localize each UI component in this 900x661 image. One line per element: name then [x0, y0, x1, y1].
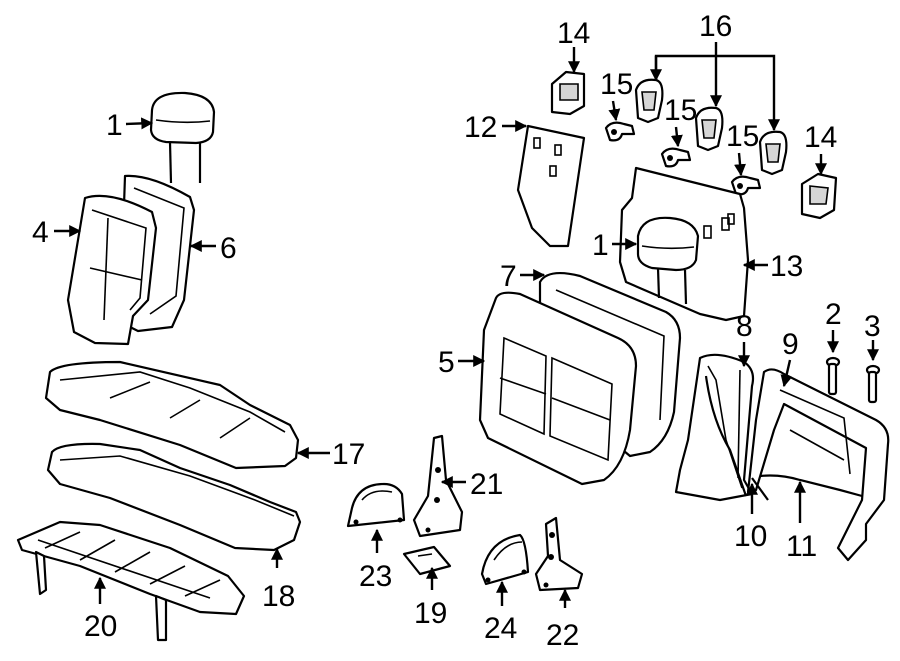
callout-17: 17: [332, 438, 365, 471]
leader-lines: [54, 42, 879, 608]
part-cover-16b: [694, 106, 724, 152]
callout-1-left: 1: [106, 109, 123, 142]
callout-12: 12: [464, 111, 497, 144]
part-hinge-cover-right: [800, 172, 838, 220]
callout-23: 23: [359, 560, 392, 593]
callout-2: 2: [825, 298, 842, 331]
part-headrest-right: [636, 216, 700, 305]
part-wire-11: [751, 474, 863, 501]
callout-16: 16: [699, 10, 732, 43]
callout-8: 8: [736, 310, 753, 343]
part-clip-15a: [604, 121, 636, 142]
callout-14-top: 14: [557, 17, 590, 50]
callout-10: 10: [734, 520, 767, 553]
callout-24: 24: [484, 612, 517, 645]
part-seatback-front-left: [66, 194, 158, 346]
part-bolt-2: [825, 356, 841, 396]
callout-18: 18: [262, 580, 295, 613]
callout-14-right: 14: [804, 121, 837, 154]
part-bracket-21: [412, 434, 464, 538]
callout-7: 7: [500, 260, 517, 293]
part-side-frame-8: [674, 353, 755, 502]
callout-21: 21: [470, 468, 503, 501]
part-clip-15c: [730, 175, 762, 196]
callout-13: 13: [770, 250, 803, 283]
callout-19: 19: [414, 597, 447, 630]
part-cover-16a: [634, 78, 664, 124]
part-bracket-22: [534, 516, 584, 592]
callout-1-right: 1: [592, 229, 609, 262]
callout-20: 20: [84, 610, 117, 643]
part-bracket-23: [346, 482, 406, 528]
callout-4: 4: [32, 216, 49, 249]
part-hinge-cover-top: [550, 70, 586, 116]
part-seatback-front-center: [478, 291, 638, 486]
callout-labels: 1 4 6 17 18 20 23 19 21 24 22 12 14 14 1…: [32, 10, 881, 652]
callout-15-a: 15: [600, 68, 633, 101]
part-seat-frame: [16, 520, 246, 642]
callout-15-c: 15: [726, 120, 759, 153]
part-plate-19: [402, 545, 452, 576]
callout-9: 9: [782, 328, 799, 361]
part-back-panel-12: [516, 124, 586, 248]
part-cover-16c: [758, 130, 788, 176]
callout-11: 11: [786, 530, 817, 563]
part-cable-10: [704, 375, 748, 497]
part-side-frame-9: [746, 368, 890, 562]
part-headrest-left: [149, 91, 216, 184]
part-clip-15b: [660, 147, 692, 168]
part-bolt-3: [865, 364, 881, 404]
callout-22: 22: [546, 619, 579, 652]
part-bracket-24: [480, 533, 530, 586]
callout-15-b: 15: [664, 94, 697, 127]
callout-3: 3: [864, 310, 881, 343]
part-cushion-pad: [46, 442, 302, 552]
callout-6: 6: [220, 232, 237, 265]
callout-5: 5: [438, 346, 455, 379]
part-seat-cushion: [44, 360, 300, 470]
